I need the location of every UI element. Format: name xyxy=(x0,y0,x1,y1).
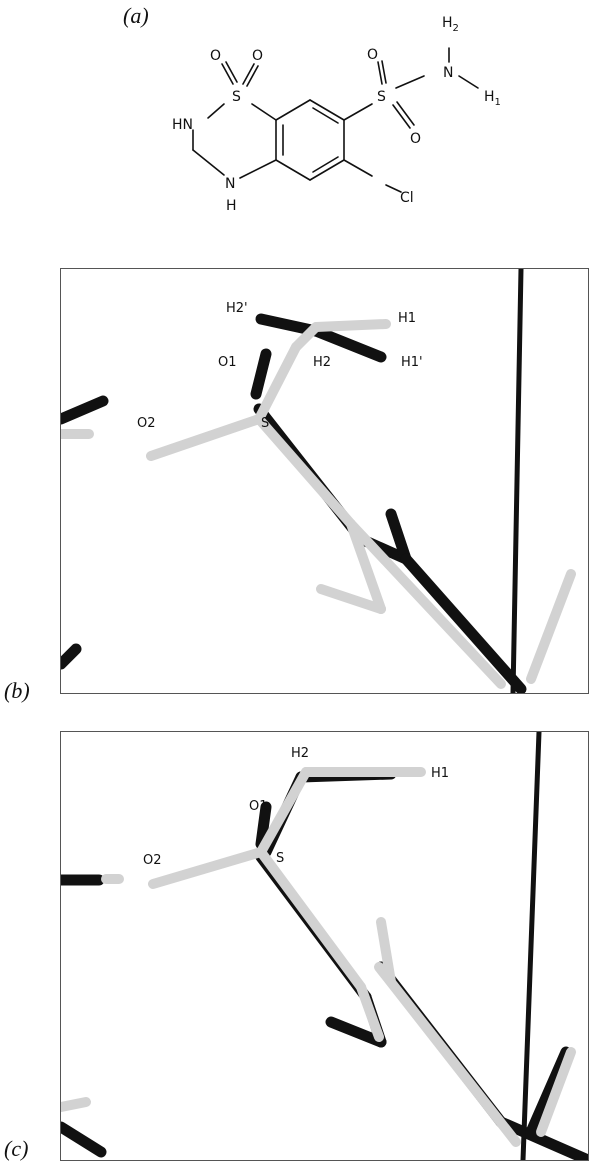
atom-label: H1' xyxy=(401,355,423,370)
structure-diagram: H2 N H1 O O S S O O HN N H Cl xyxy=(172,15,501,214)
atom-s-ring: S xyxy=(232,89,241,105)
atom-label: O1 xyxy=(218,355,237,370)
atom-label: H2' xyxy=(226,301,248,316)
atom-n-ring-h: H xyxy=(226,198,237,214)
atom-cl: Cl xyxy=(400,190,414,206)
panel-c-label: (c) xyxy=(4,1136,29,1161)
atom-hn: HN xyxy=(172,117,193,133)
atom-o-side-top: O xyxy=(367,47,378,63)
atom-o-left: O xyxy=(210,48,221,64)
panel-b-overlay: H2' H1 O1 H2 H1' O2 S xyxy=(61,269,576,693)
atom-label: H2 xyxy=(313,355,331,370)
panel-c-frame: H2 H1 O1 O2 S xyxy=(60,731,589,1161)
atom-h1: H1 xyxy=(484,89,501,108)
atom-o-side-bottom: O xyxy=(410,131,421,147)
atom-n-ring: N xyxy=(225,176,235,192)
atom-label: O2 xyxy=(137,416,156,431)
atom-n-amide: N xyxy=(443,65,453,81)
atom-label: H1 xyxy=(431,766,449,781)
panel-b-label: (b) xyxy=(4,678,30,703)
atom-label: H1 xyxy=(398,311,416,326)
atom-label: H2 xyxy=(291,746,309,761)
atom-label: O1 xyxy=(249,799,268,814)
panel-b-frame: H2' H1 O1 H2 H1' O2 S xyxy=(60,268,589,694)
atom-o-right: O xyxy=(252,48,263,64)
atom-label: S xyxy=(261,416,269,431)
atom-h2: H2 xyxy=(442,15,459,34)
atom-s-side: S xyxy=(377,89,386,105)
panel-c-overlay: H2 H1 O1 O2 S xyxy=(61,732,588,1160)
atom-label: O2 xyxy=(143,853,162,868)
atom-label: S xyxy=(276,851,284,866)
panel-a-label: (a) xyxy=(123,3,149,28)
